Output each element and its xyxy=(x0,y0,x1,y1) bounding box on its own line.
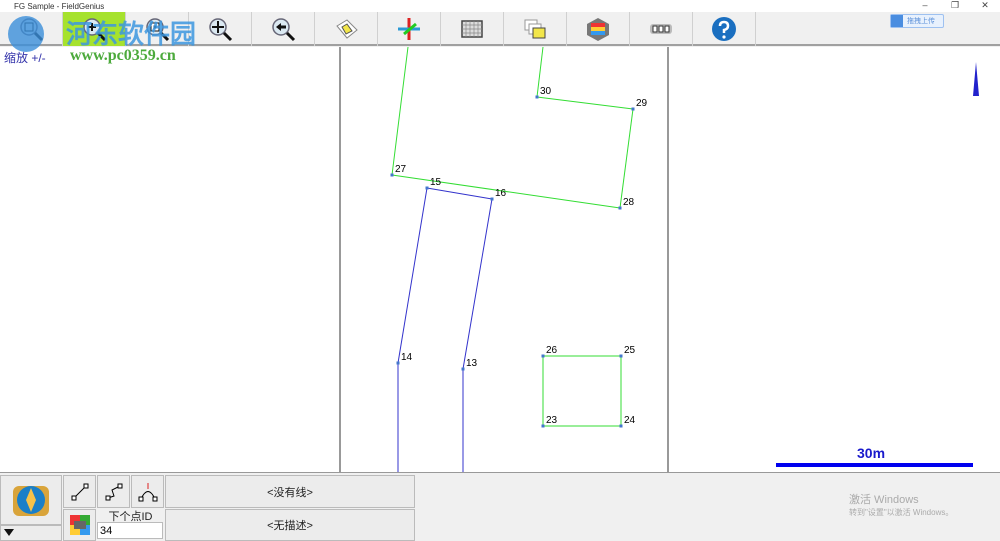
toolbar-button-map-layers[interactable] xyxy=(567,12,630,46)
map-svg[interactable]: 30 29 28 27 15 16 14 13 26 25 23 24 xyxy=(0,46,1000,472)
zoom-window-icon xyxy=(20,18,44,42)
next-id-label: 下个点ID xyxy=(108,511,153,523)
gps-button[interactable] xyxy=(0,475,62,525)
point-label: 15 xyxy=(430,177,442,188)
polyline-icon xyxy=(105,483,122,500)
toolbar-button-zoom-extents[interactable] xyxy=(126,12,189,46)
survey-point[interactable] xyxy=(390,173,394,177)
compass-icon xyxy=(13,486,49,516)
point-label: 24 xyxy=(624,415,636,426)
point-label: 29 xyxy=(636,98,648,109)
maximize-button[interactable]: ❐ xyxy=(950,0,960,10)
survey-line[interactable] xyxy=(462,198,493,370)
toolbar xyxy=(0,12,1000,46)
survey-line[interactable] xyxy=(397,187,428,364)
point-label: 13 xyxy=(466,358,478,369)
point-label: 30 xyxy=(540,86,552,97)
line-tool-button[interactable] xyxy=(63,475,96,508)
upload-label: 拖拽上传 xyxy=(907,18,935,25)
zoom-previous-icon xyxy=(272,18,296,42)
zoom-in-out-icon xyxy=(83,18,107,42)
point-label: 23 xyxy=(546,415,558,426)
arc-icon xyxy=(138,482,157,501)
scale-label: 30m xyxy=(857,445,886,461)
map-canvas[interactable]: 30 29 28 27 15 16 14 13 26 25 23 24 缩放 +/- 30m xyxy=(0,46,1000,472)
point-label: 25 xyxy=(624,345,636,356)
description-label: <无描述> xyxy=(267,520,313,532)
mode-label: 缩放 +/- xyxy=(4,51,46,65)
arc-tool-button[interactable] xyxy=(131,475,164,508)
point-label: 16 xyxy=(495,188,507,199)
toolbar-button-zoom-in-out[interactable] xyxy=(63,12,126,46)
polyline-tool-button[interactable] xyxy=(97,475,130,508)
toolbar-button-grid[interactable] xyxy=(441,12,504,46)
survey-point[interactable] xyxy=(541,424,545,428)
survey-point[interactable] xyxy=(619,424,623,428)
scale-bar xyxy=(776,463,973,467)
toolbar-button-layers[interactable] xyxy=(504,12,567,46)
zoom-extents-icon xyxy=(146,18,170,42)
survey-point[interactable] xyxy=(535,95,539,99)
pan-icon xyxy=(209,18,233,42)
survey-line[interactable] xyxy=(391,174,621,209)
map-layers-icon xyxy=(587,18,609,41)
point-label: 14 xyxy=(401,352,413,363)
title-bar: FG Sample - FieldGenius – ❐ ✕ xyxy=(0,0,1000,12)
activation-title: 激活 Windows xyxy=(849,494,919,506)
code-list-button[interactable] xyxy=(63,509,96,541)
menu-dropdown[interactable] xyxy=(0,525,62,541)
survey-point[interactable] xyxy=(618,206,622,210)
move-arrows-icon xyxy=(398,18,420,40)
line-selector[interactable]: <没有线> xyxy=(165,475,415,508)
select-area-icon xyxy=(336,19,358,39)
line-icon xyxy=(71,483,88,500)
display-options-icon xyxy=(650,24,672,34)
bottom-panel: <没有线> 下个点ID <无描述> xyxy=(0,472,1000,541)
toolbar-button-display-options[interactable] xyxy=(630,12,693,46)
survey-point[interactable] xyxy=(490,197,494,201)
window-title: FG Sample - FieldGenius xyxy=(14,1,105,11)
point-label: 26 xyxy=(546,345,558,356)
layers-icon xyxy=(524,19,546,39)
code-list-icon xyxy=(69,515,90,535)
survey-line[interactable] xyxy=(619,108,634,209)
description-selector[interactable]: <无描述> xyxy=(165,509,415,541)
help-icon xyxy=(712,17,736,41)
survey-line[interactable] xyxy=(536,96,634,110)
toolbar-button-zoom-window[interactable] xyxy=(0,12,63,46)
minimize-button[interactable]: – xyxy=(922,0,928,10)
north-arrow-icon xyxy=(973,62,979,96)
toolbar-button-select-area[interactable] xyxy=(315,12,378,46)
toolbar-button-help[interactable] xyxy=(693,12,756,46)
line-label: <没有线> xyxy=(267,486,313,499)
survey-point[interactable] xyxy=(541,354,545,358)
toolbar-button-move-arrows[interactable] xyxy=(378,12,441,46)
point-label: 28 xyxy=(623,197,635,208)
triangle-down-icon xyxy=(4,529,14,536)
survey-line[interactable] xyxy=(536,46,544,98)
survey-line[interactable] xyxy=(391,46,409,176)
survey-line[interactable] xyxy=(426,187,493,200)
next-id-input[interactable] xyxy=(97,522,163,539)
toolbar-button-pan[interactable] xyxy=(189,12,252,46)
survey-point[interactable] xyxy=(631,107,635,111)
windows-activation: 激活 Windows 转到"设置"以激活 Windows。 xyxy=(849,491,953,518)
survey-point[interactable] xyxy=(396,361,400,365)
survey-point[interactable] xyxy=(425,186,429,190)
grid-icon xyxy=(461,20,483,38)
survey-point[interactable] xyxy=(619,354,623,358)
survey-point[interactable] xyxy=(461,367,465,371)
toolbar-button-zoom-previous[interactable] xyxy=(252,12,315,46)
upload-button[interactable]: 拖拽上传 xyxy=(890,14,944,28)
close-button[interactable]: ✕ xyxy=(981,0,989,10)
point-label: 27 xyxy=(395,164,407,175)
cloud-icon xyxy=(891,15,903,27)
activation-subtitle: 转到"设置"以激活 Windows。 xyxy=(849,508,954,517)
